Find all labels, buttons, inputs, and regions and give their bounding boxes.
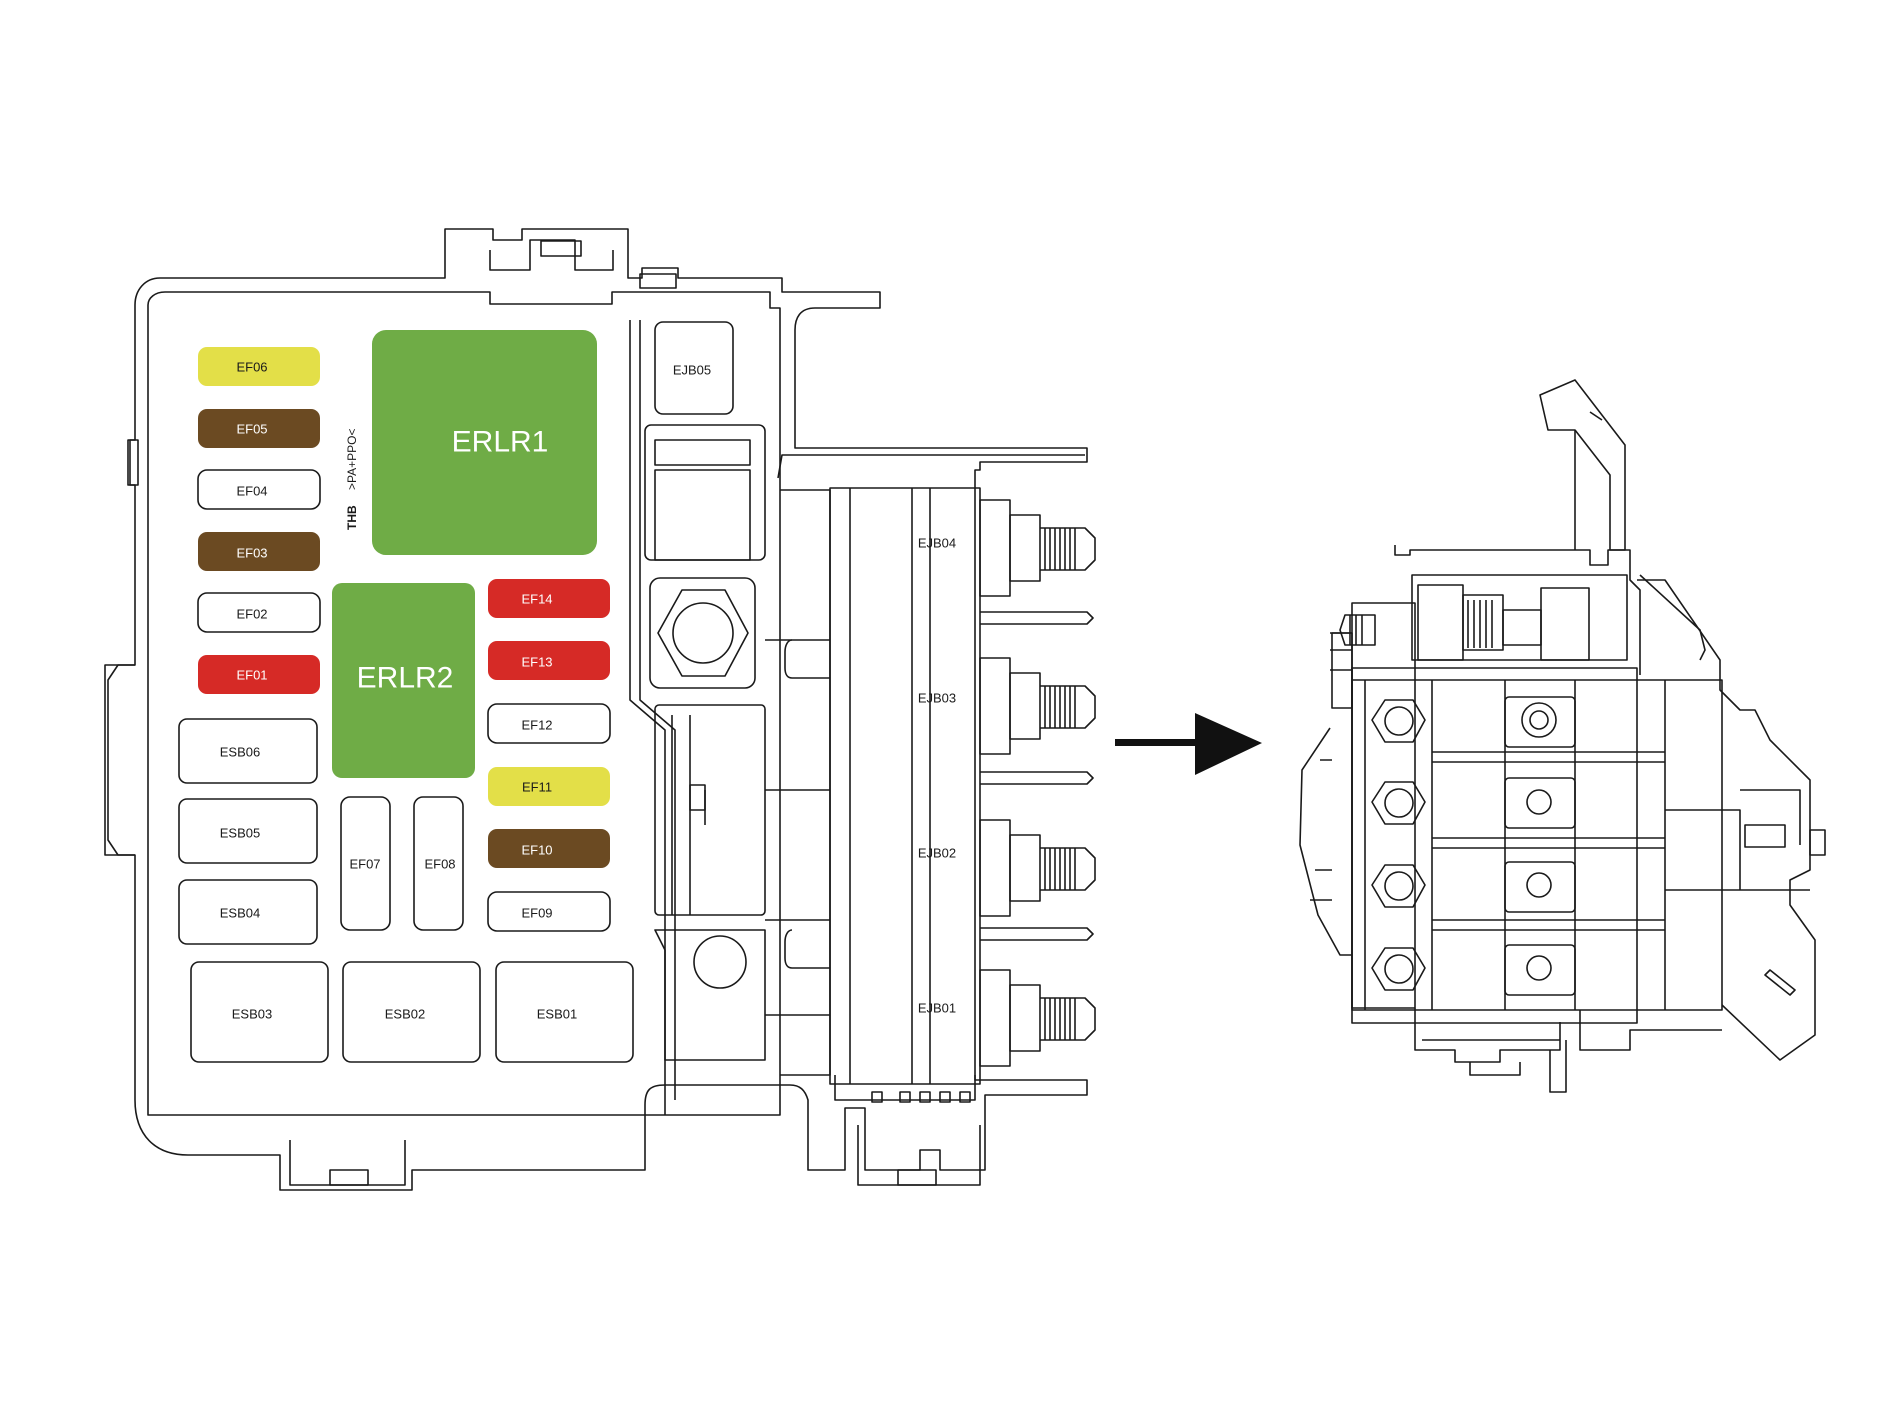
fuse-ef02: EF02 [197, 592, 321, 633]
fuse-ef06: EF06 [198, 347, 320, 386]
fuse-ef05: EF05 [198, 409, 320, 448]
svg-text:EF06: EF06 [236, 360, 267, 375]
svg-text:EF02: EF02 [236, 607, 267, 622]
ejb-studs [979, 499, 1096, 1067]
svg-text:EF04: EF04 [236, 484, 267, 499]
ejb04-label: EJB04 [918, 536, 956, 551]
fuse-box-side-view [1299, 379, 1826, 1093]
svg-text:ESB04: ESB04 [220, 906, 260, 921]
fuse-ef07: EF07 [340, 796, 391, 931]
svg-text:EF03: EF03 [236, 546, 267, 561]
fuse-esb06: ESB06 [178, 718, 318, 784]
fuse-ef09: EF09 [487, 891, 611, 932]
ejb03-label: EJB03 [918, 691, 956, 706]
relay-erlr1-label: ERLR1 [452, 426, 549, 459]
relay-erlr2 [332, 583, 475, 778]
fuse-esb05: ESB05 [178, 798, 318, 864]
maker-marking: THB [345, 505, 359, 530]
relay-erlr1 [372, 330, 597, 555]
svg-text:EF01: EF01 [236, 668, 267, 683]
svg-text:ESB05: ESB05 [220, 826, 260, 841]
fuse-esb04: ESB04 [178, 879, 318, 945]
fuse-esb02: ESB02 [342, 961, 481, 1063]
svg-text:ESB03: ESB03 [232, 1007, 272, 1022]
ejb05-label: EJB05 [673, 363, 711, 378]
svg-text:EF08: EF08 [424, 857, 455, 872]
svg-text:ESB06: ESB06 [220, 745, 260, 760]
fuse-box-top-view: ERLR1 ERLR2 >PA+PPO< THB EF06 EF05 EF04 … [104, 228, 1096, 1191]
fuse-ef04: EF04 [197, 469, 321, 510]
svg-text:EF05: EF05 [236, 422, 267, 437]
arrow-right-icon [1115, 713, 1262, 775]
ejb01-label: EJB01 [918, 1001, 956, 1016]
fuse-ef03: EF03 [198, 532, 320, 571]
fuse-ef14: EF14 [488, 579, 610, 618]
svg-text:EF09: EF09 [521, 906, 552, 921]
svg-text:ESB01: ESB01 [537, 1007, 577, 1022]
ejb02-label: EJB02 [918, 846, 956, 861]
svg-text:EF07: EF07 [349, 857, 380, 872]
fuse-esb03: ESB03 [190, 961, 329, 1063]
junction-block-labels: EJB05 EJB04 EJB03 EJB02 EJB01 [673, 363, 956, 1016]
material-marking: >PA+PPO< [345, 429, 359, 490]
svg-text:ESB02: ESB02 [385, 1007, 425, 1022]
fuse-ef13: EF13 [488, 641, 610, 680]
fuse-ef10: EF10 [488, 829, 610, 868]
relay-erlr2-label: ERLR2 [357, 662, 454, 695]
fuse-ef08: EF08 [413, 796, 464, 931]
fuse-ef01: EF01 [198, 655, 320, 694]
svg-text:EF14: EF14 [521, 592, 552, 607]
slow-blow-fuses: ESB06 ESB05 ESB04 ESB03 ESB02 ESB01 [178, 718, 634, 1063]
fuse-esb01: ESB01 [495, 961, 634, 1063]
fuse-ef12: EF12 [487, 703, 611, 744]
svg-text:EF13: EF13 [521, 655, 552, 670]
svg-text:EF10: EF10 [521, 843, 552, 858]
fuse-ef11: EF11 [488, 767, 610, 806]
svg-text:EF11: EF11 [522, 780, 552, 795]
svg-text:EF12: EF12 [521, 718, 552, 733]
fuse-layout: EF06 EF05 EF04 EF03 EF02 EF01 EF14 EF13 … [197, 347, 611, 932]
